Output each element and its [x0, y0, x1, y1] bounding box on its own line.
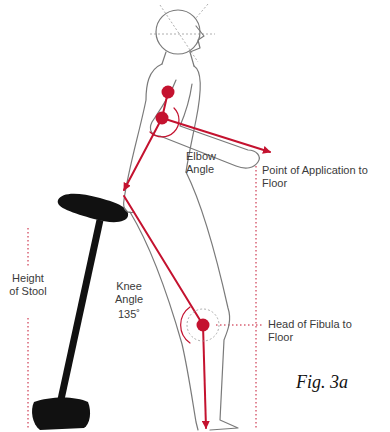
measurement-label: Height of Stool	[8, 272, 48, 298]
body-outline	[124, 10, 260, 430]
stool	[32, 194, 128, 430]
knee-guide	[187, 309, 219, 341]
angle-label: Elbow Angle	[186, 150, 230, 176]
head-guides	[150, 4, 215, 62]
measurement-label: Point of Application to Floor	[262, 164, 377, 190]
angle-label: Knee Angle	[108, 280, 150, 306]
measurement-label: Head of Fibula to Floor	[268, 318, 352, 344]
skeleton-lines	[124, 92, 270, 428]
figure-caption: Fig. 3a	[296, 372, 348, 393]
joint-dots	[156, 86, 210, 332]
reference-lines	[28, 166, 262, 430]
angle-value: 135˚	[108, 308, 150, 321]
